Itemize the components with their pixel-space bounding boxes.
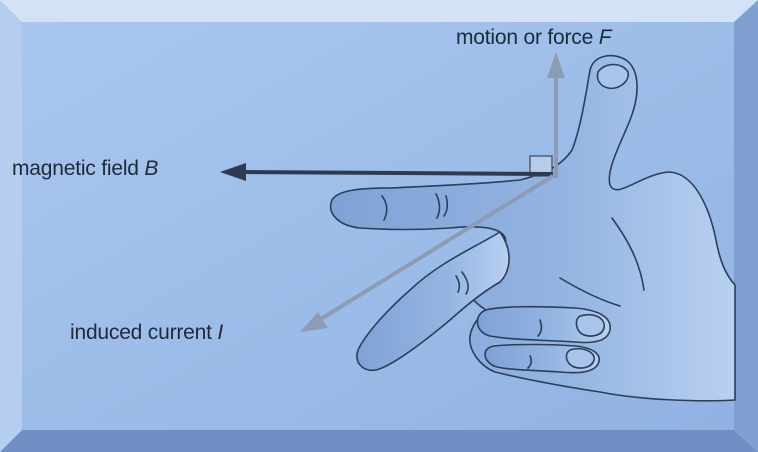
field-symbol: B xyxy=(144,157,158,180)
induced-current-label: induced current I xyxy=(70,321,223,345)
little-nail xyxy=(566,349,594,368)
force-label-text: motion or force xyxy=(456,26,599,49)
force-symbol: F xyxy=(599,26,612,49)
magnetic-field-label: magnetic field B xyxy=(12,157,158,181)
field-arrow xyxy=(240,172,553,174)
ring-nail xyxy=(576,315,604,336)
force-label: motion or force F xyxy=(456,26,611,50)
current-symbol: I xyxy=(217,321,223,344)
field-label-text: magnetic field xyxy=(12,157,144,180)
current-label-text: induced current xyxy=(70,321,217,344)
